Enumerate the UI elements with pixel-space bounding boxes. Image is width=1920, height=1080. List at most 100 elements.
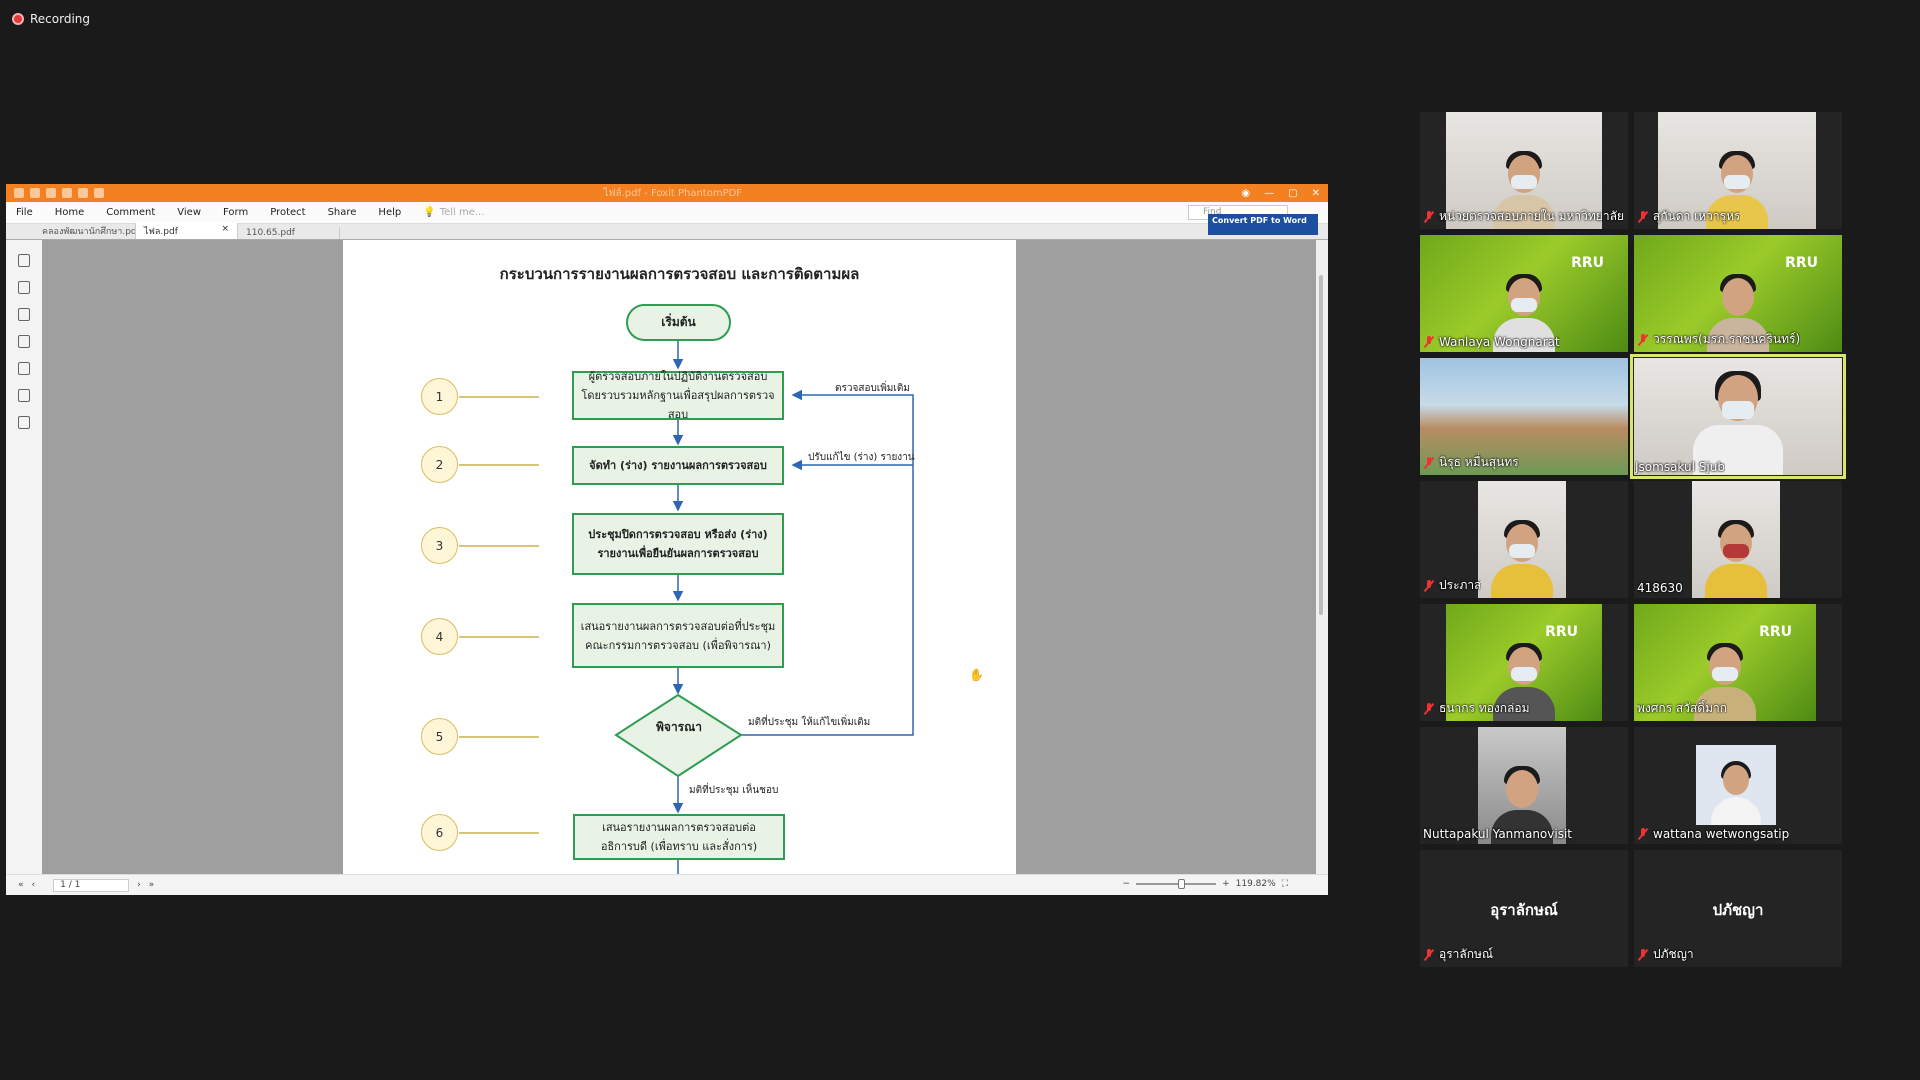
flowchart-connectors: [614, 341, 914, 874]
participant-figure: [1706, 151, 1768, 229]
participant-tile[interactable]: RRU พงศกร สวัสดิ์มาก: [1634, 604, 1842, 721]
account-icon[interactable]: ◉: [1241, 187, 1251, 199]
signature-icon[interactable]: [18, 416, 30, 429]
zoom-out-icon[interactable]: −: [1122, 879, 1131, 889]
participant-tile[interactable]: ประภาส: [1420, 481, 1628, 598]
participant-tile[interactable]: Nuttapakul Yanmanovisit: [1420, 727, 1628, 844]
pdf-page: กระบวนการรายงานผลการตรวจสอบ และการติดตาม…: [343, 240, 1016, 874]
last-page-icon[interactable]: »: [148, 880, 155, 890]
menu-home[interactable]: Home: [54, 207, 85, 218]
tab-document-3[interactable]: 110.65.pdf: [238, 227, 340, 239]
hand-cursor-icon: ✋: [969, 668, 984, 682]
participant-name-label: Jsomsakul Sjub: [1635, 460, 1725, 474]
participant-tile[interactable]: สุกันดา เหวารุหร: [1634, 112, 1842, 229]
tab-document-2[interactable]: ไฟล.pdf ×: [136, 223, 238, 239]
zoom-slider-knob[interactable]: [1178, 879, 1186, 889]
document-workspace: กระบวนการรายงานผลการตรวจสอบ และการติดตาม…: [6, 240, 1328, 874]
participant-tile[interactable]: อุราลักษณ์ อุราลักษณ์: [1420, 850, 1628, 967]
recording-label: Recording: [30, 12, 91, 26]
convert-pdf-to-word-button[interactable]: Convert PDF to Word: [1208, 214, 1318, 235]
minimize-icon[interactable]: —: [1264, 187, 1275, 199]
participant-figure: [1493, 643, 1555, 721]
participant-figure: [1693, 371, 1783, 475]
decision-label: พิจารณา: [656, 720, 702, 734]
tell-me-search[interactable]: 💡 Tell me...: [423, 207, 484, 218]
mic-muted-icon: [1637, 828, 1649, 840]
decision-diamond: [614, 693, 743, 778]
menu-comment[interactable]: Comment: [106, 207, 156, 218]
step-number-5: 5: [421, 718, 458, 755]
security-icon[interactable]: [18, 389, 30, 402]
maximize-icon[interactable]: ▢: [1288, 187, 1298, 199]
zoom-level[interactable]: 119.82%: [1235, 879, 1276, 889]
comments-icon[interactable]: [18, 308, 30, 321]
menu-file[interactable]: File: [16, 207, 33, 218]
undo-icon[interactable]: [78, 188, 88, 198]
participant-figure: [1493, 151, 1555, 229]
zoom-control: − + 119.82% ⛶: [1123, 879, 1288, 889]
tab-document-1[interactable]: คลองพัฒนานักศึกษา.pdf: [34, 223, 136, 239]
mic-muted-icon: [1423, 336, 1435, 348]
attachment-icon[interactable]: [18, 362, 30, 375]
open-icon[interactable]: [30, 188, 40, 198]
tell-me-label: Tell me...: [439, 207, 485, 218]
menu-view[interactable]: View: [177, 207, 201, 218]
participant-tile[interactable]: ปภัชญา ปภัชญา: [1634, 850, 1842, 967]
menu-help[interactable]: Help: [378, 207, 402, 218]
participant-figure: [1493, 274, 1555, 352]
participant-name-label: สุกันดา เหวารุหร: [1637, 207, 1740, 226]
menu-form[interactable]: Form: [223, 207, 249, 218]
save-icon[interactable]: [46, 188, 56, 198]
page-indicator-input[interactable]: 1 / 1: [53, 878, 130, 892]
next-page-icon[interactable]: ›: [137, 880, 141, 890]
zoom-in-icon[interactable]: +: [1222, 879, 1230, 889]
participant-name-label: Nuttapakul Yanmanovisit: [1423, 827, 1573, 841]
participant-tile[interactable]: wattana wetwongsatip: [1634, 727, 1842, 844]
tab-close-icon[interactable]: ×: [221, 224, 229, 234]
video-feed: [1478, 727, 1566, 844]
video-feed: [1446, 112, 1602, 229]
menu-protect[interactable]: Protect: [270, 207, 306, 218]
participant-tile[interactable]: RRU ธนากร ทองกล่อม: [1420, 604, 1628, 721]
first-page-icon[interactable]: «: [18, 880, 24, 890]
step-number-4: 4: [421, 618, 458, 655]
participant-figure: [1707, 274, 1769, 352]
app-logo-icon: [14, 188, 24, 198]
vertical-scrollbar[interactable]: [1316, 240, 1328, 874]
participant-tile[interactable]: RRU วรรณพร(มรภ.ราชนครินทร์): [1634, 235, 1842, 352]
step-connector-1: [459, 396, 539, 398]
scrollbar-thumb[interactable]: [1319, 275, 1323, 615]
lightbulb-icon: 💡: [423, 207, 436, 218]
rru-logo: RRU: [1785, 255, 1818, 271]
step-connector-3: [459, 545, 539, 547]
close-icon[interactable]: ✕: [1311, 187, 1320, 199]
loop-recheck: [741, 389, 914, 736]
video-feed: [1634, 358, 1842, 475]
participant-tile[interactable]: นิรุธ หมื่นสุนทร: [1420, 358, 1628, 475]
mic-muted-icon: [1423, 579, 1435, 592]
participant-tile[interactable]: 418630: [1634, 481, 1842, 598]
participant-figure: [1491, 766, 1553, 844]
zoom-slider[interactable]: [1136, 879, 1217, 889]
layers-icon[interactable]: [18, 335, 30, 348]
fullscreen-icon[interactable]: ⛶: [1281, 879, 1288, 889]
menu-share[interactable]: Share: [327, 207, 357, 218]
mic-muted-icon: [1637, 948, 1649, 961]
participant-tile[interactable]: หน่วยตรวจสอบภายใน มหาวิทยาลัย...: [1420, 112, 1628, 229]
print-icon[interactable]: [62, 188, 72, 198]
bookmark-icon[interactable]: [18, 254, 30, 267]
step-number-2: 2: [421, 446, 458, 483]
participant-name-label: Wanlaya Wongnarat: [1423, 335, 1560, 349]
active-speaker-tile[interactable]: Jsomsakul Sjub: [1630, 354, 1846, 479]
participant-figure: [1711, 761, 1761, 825]
redo-icon[interactable]: [94, 188, 104, 198]
participant-tile[interactable]: RRU Wanlaya Wongnarat: [1420, 235, 1628, 352]
participant-name-label: ธนากร ทองกล่อม: [1423, 699, 1530, 718]
pages-icon[interactable]: [18, 281, 30, 294]
step-connector-6: [459, 832, 539, 834]
rru-logo: RRU: [1571, 255, 1604, 271]
prev-page-icon[interactable]: ‹: [31, 880, 36, 890]
loop-label-reject: มติที่ประชุม ให้แก้ไขเพิ่มเติม: [748, 717, 871, 728]
recording-indicator: Recording: [12, 12, 90, 26]
participant-name-label: ปภัชญา: [1637, 945, 1694, 964]
